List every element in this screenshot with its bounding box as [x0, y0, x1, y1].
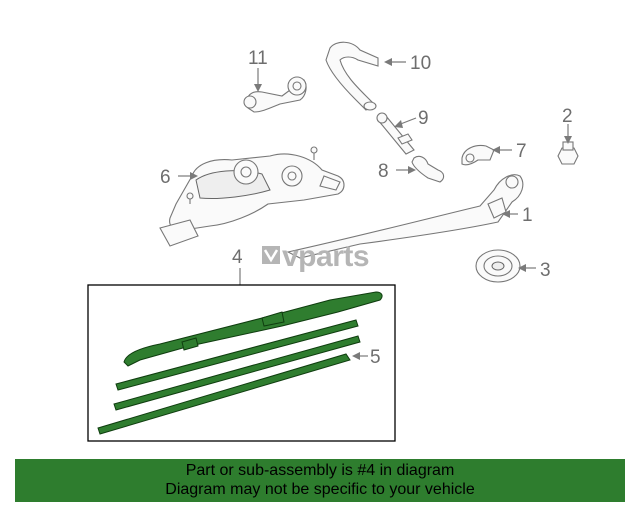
callout-10: 10: [410, 53, 431, 74]
callout-9: 9: [418, 108, 429, 129]
callout-6: 6: [160, 167, 171, 188]
part-4-box: [87, 284, 396, 442]
elbow-part-7: [461, 144, 495, 166]
wiper-blade-part-4[interactable]: [113, 291, 383, 411]
callout-7: 7: [516, 141, 527, 162]
callout-4: 4: [232, 247, 243, 268]
connector-part-9: [376, 112, 415, 155]
hose-part-10: [325, 41, 379, 111]
leader-7-arrowhead: [492, 146, 500, 154]
wiper-motor-part-6: [159, 146, 345, 247]
watermark-text: vparts: [282, 240, 369, 273]
leader-3-arrowhead: [518, 264, 526, 272]
callout-1: 1: [522, 205, 533, 226]
leader-2-arrowhead: [564, 136, 572, 144]
callout-5: 5: [370, 347, 381, 368]
info-banner: Part or sub-assembly is #4 in diagram Di…: [15, 459, 625, 502]
wiper-arm-part-1: [286, 174, 524, 259]
callout-8: 8: [378, 161, 389, 182]
grommet-part-3: [475, 249, 521, 283]
nut-part-2: [557, 141, 579, 165]
callout-11: 11: [248, 48, 268, 69]
hose-part-8: [411, 155, 445, 183]
leader-1-arrowhead: [502, 210, 510, 218]
leader-9-arrowhead: [394, 120, 403, 128]
leader-10-arrowhead: [384, 58, 392, 66]
vparts-logo: vparts: [262, 240, 370, 273]
leader-11-arrowhead: [254, 84, 262, 92]
leader-5-arrowhead: [352, 352, 360, 360]
leader-6-arrowhead: [190, 172, 198, 180]
leader-8-arrowhead: [408, 166, 416, 174]
refill-part-5: [97, 353, 351, 435]
callout-3: 3: [540, 260, 551, 281]
banner-line-1: Part or sub-assembly is #4 in diagram: [185, 462, 455, 479]
parts-diagram: 11 10 9 8 7 2: [87, 41, 579, 442]
hose-part-11: [243, 76, 307, 113]
callout-2: 2: [562, 106, 573, 127]
banner-line-2: Diagram may not be specific to your vehi…: [165, 481, 475, 498]
